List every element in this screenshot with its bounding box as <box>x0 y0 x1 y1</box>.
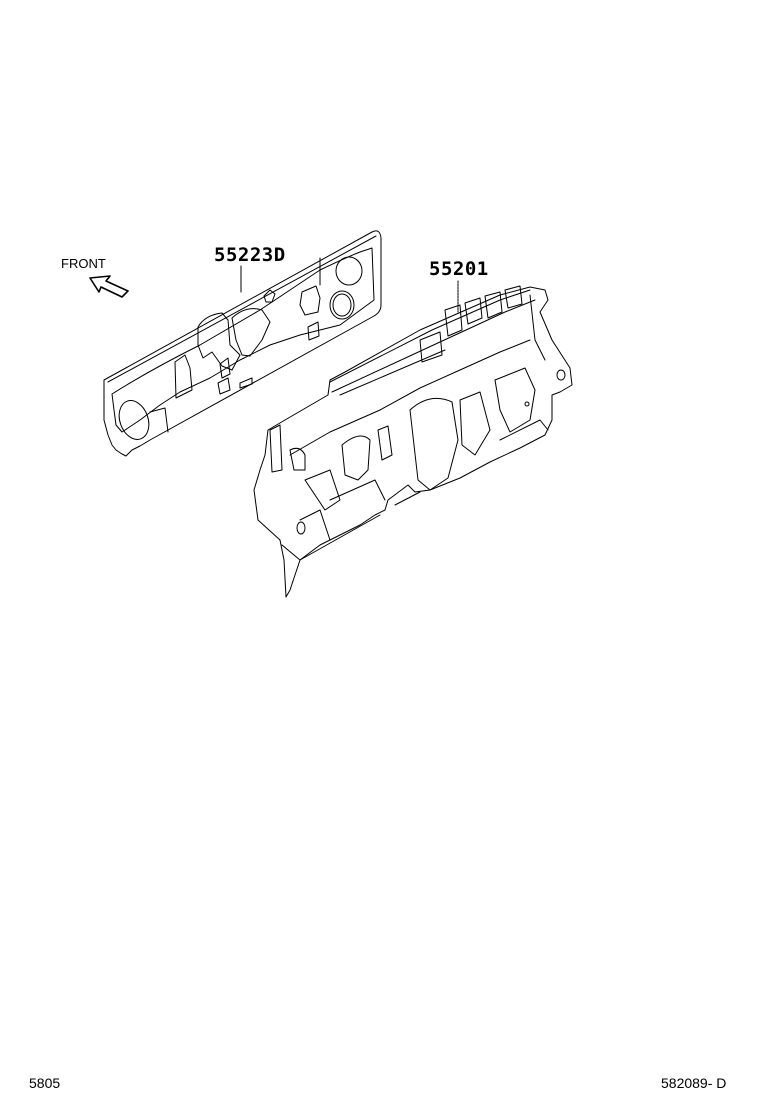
part-number-callout-55201[interactable]: 55201 <box>429 258 489 280</box>
part-55201-drawing <box>253 285 573 598</box>
part-55223d-drawing <box>103 230 382 457</box>
footer-right-code: 582089- D <box>661 1075 727 1091</box>
front-orientation-label: FRONT <box>61 256 106 271</box>
footer-left-code: 5805 <box>29 1075 61 1091</box>
front-arrow-icon <box>89 275 129 298</box>
part-number-callout-55223d[interactable]: 55223D <box>214 244 286 266</box>
